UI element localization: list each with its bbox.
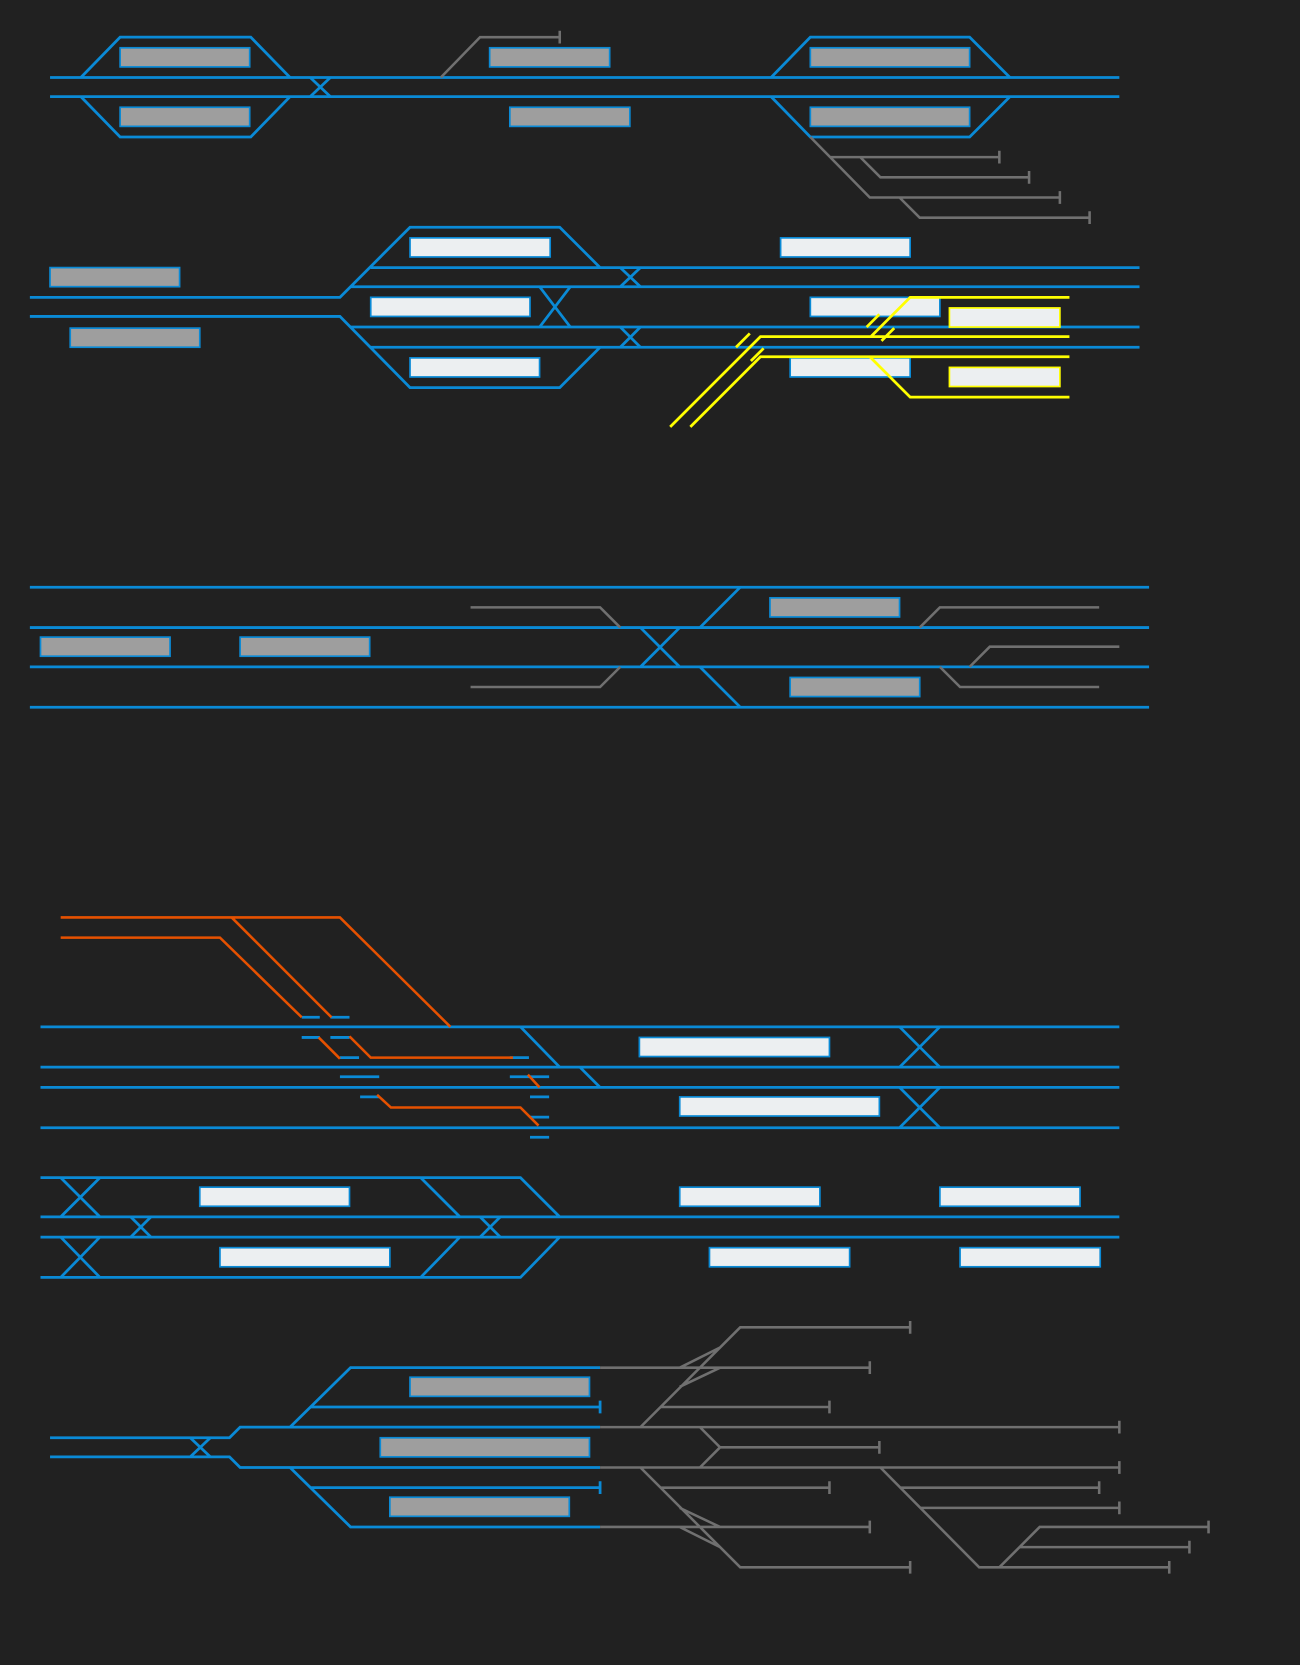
- platform[interactable]: [379, 1436, 591, 1458]
- platform[interactable]: [789, 676, 921, 698]
- loop-track[interactable]: [79, 35, 1011, 139]
- platform[interactable]: [69, 327, 201, 349]
- platform-occupied[interactable]: [678, 1096, 881, 1117]
- platform[interactable]: [809, 106, 971, 128]
- main-track[interactable]: [29, 585, 1150, 709]
- platform-selected[interactable]: [948, 307, 1061, 328]
- platform-occupied[interactable]: [409, 356, 541, 378]
- main-track[interactable]: [29, 225, 1140, 389]
- platform-occupied[interactable]: [198, 1186, 351, 1208]
- platform[interactable]: [488, 46, 611, 68]
- siding-track[interactable]: [470, 606, 1120, 689]
- platform-occupied[interactable]: [779, 237, 912, 258]
- signal-marker[interactable]: [301, 1015, 550, 1139]
- platform[interactable]: [508, 106, 631, 128]
- main-track[interactable]: [50, 1366, 602, 1529]
- station-section-4: [40, 916, 1120, 1139]
- selected-route[interactable]: [669, 295, 1070, 428]
- platform[interactable]: [809, 46, 971, 68]
- platform-occupied[interactable]: [369, 296, 531, 318]
- platform-occupied[interactable]: [409, 237, 552, 258]
- platform-occupied[interactable]: [678, 1186, 821, 1208]
- conflict-route[interactable]: [60, 916, 541, 1127]
- main-track[interactable]: [40, 1176, 1120, 1279]
- crossover[interactable]: [59, 1176, 502, 1279]
- station-section-2: [29, 225, 1140, 428]
- siding-track[interactable]: [600, 1320, 1210, 1574]
- station-section-6: [50, 1320, 1210, 1574]
- platform-occupied[interactable]: [708, 1246, 851, 1268]
- platform-occupied[interactable]: [939, 1186, 1081, 1208]
- crossover[interactable]: [309, 76, 332, 98]
- station-section-5: [40, 1176, 1120, 1279]
- platform-occupied[interactable]: [809, 296, 941, 318]
- platform[interactable]: [39, 636, 171, 658]
- platform-occupied[interactable]: [638, 1036, 831, 1058]
- main-track[interactable]: [50, 76, 1120, 99]
- platform[interactable]: [49, 266, 181, 288]
- siding-track[interactable]: [809, 136, 1091, 225]
- platform-selected[interactable]: [948, 366, 1061, 388]
- platform-occupied[interactable]: [789, 356, 912, 378]
- station-section-3: [29, 585, 1150, 709]
- main-track[interactable]: [40, 1025, 1120, 1130]
- platform-occupied[interactable]: [219, 1246, 391, 1268]
- platform[interactable]: [388, 1496, 571, 1518]
- platform-occupied[interactable]: [959, 1246, 1102, 1268]
- platform[interactable]: [119, 46, 251, 68]
- crossover[interactable]: [639, 586, 742, 709]
- platform[interactable]: [119, 106, 251, 128]
- station-section-1: [50, 30, 1120, 225]
- siding-track[interactable]: [439, 30, 562, 79]
- platform[interactable]: [409, 1376, 591, 1398]
- crossover[interactable]: [538, 266, 642, 349]
- crossover[interactable]: [519, 1025, 941, 1129]
- crossover[interactable]: [189, 1436, 212, 1458]
- platform[interactable]: [769, 596, 901, 618]
- platform[interactable]: [239, 636, 371, 658]
